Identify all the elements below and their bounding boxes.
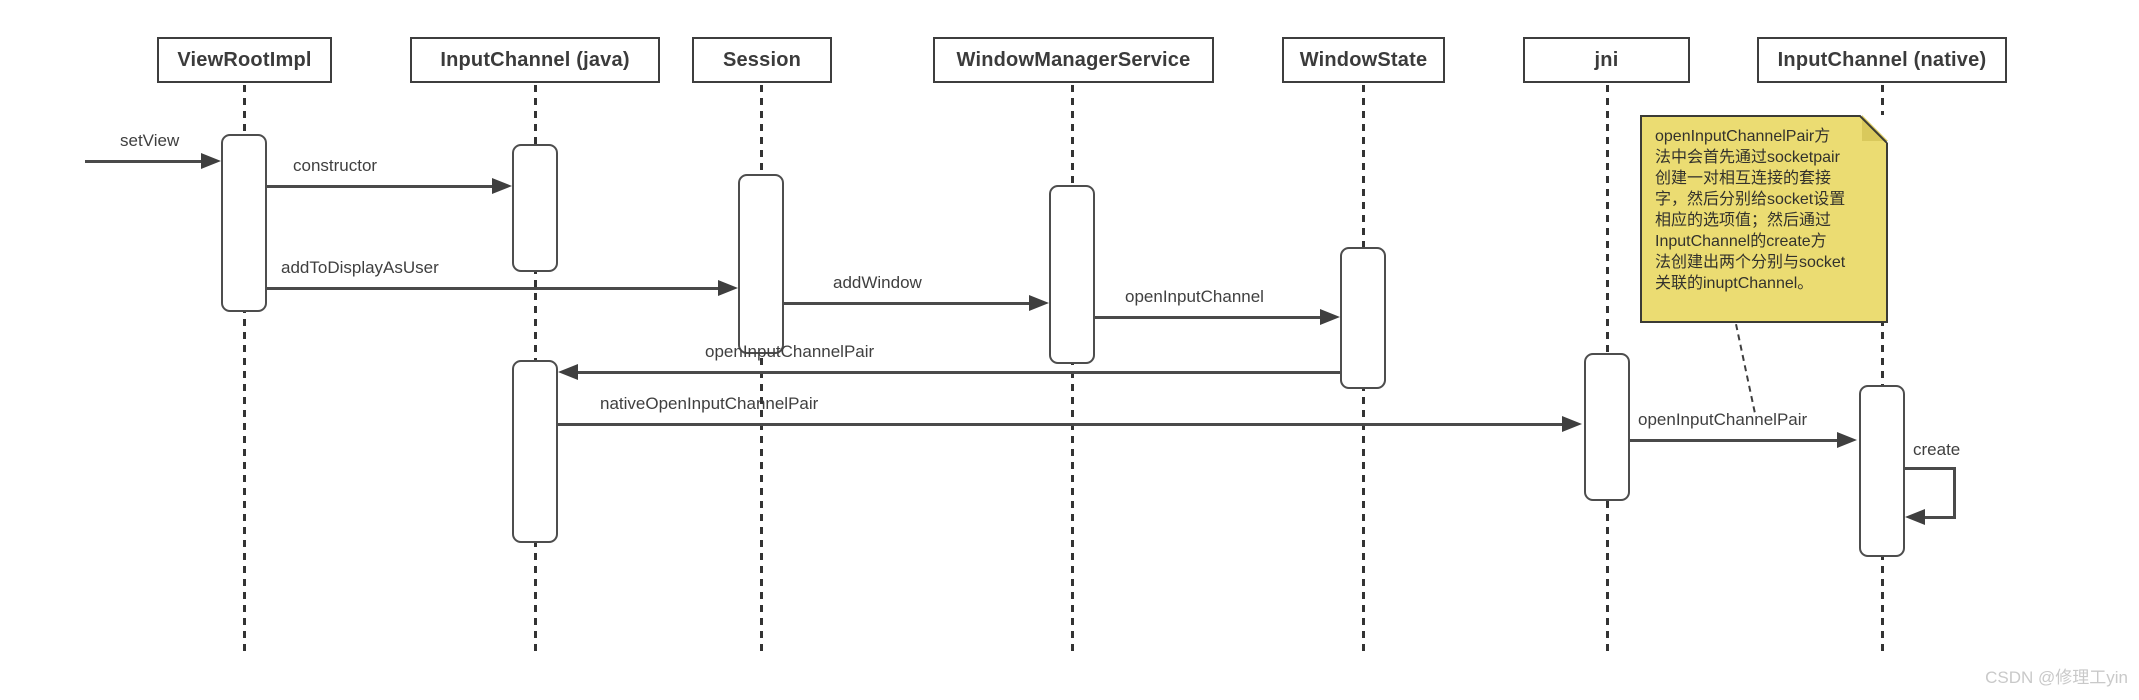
message-label-open-input-channel-pair-return: openInputChannelPair xyxy=(705,342,875,361)
message-label-constructor: constructor xyxy=(293,156,378,175)
actor-inputchannel-native: InputChannel (native) xyxy=(1757,37,2007,83)
message-line-create-out xyxy=(1905,467,1956,470)
message-line-create-down xyxy=(1953,467,1956,519)
actor-jni: jni xyxy=(1523,37,1690,83)
note: openInputChannelPair方 法中会首先通过socketpair … xyxy=(1640,114,1888,323)
note-text-line: 关联的inuptChannel。 xyxy=(1655,275,1814,292)
actor-label: WindowManagerService xyxy=(956,48,1191,71)
actor-inputchannel-java: InputChannel (java) xyxy=(410,37,660,83)
arrowhead-right-icon xyxy=(201,153,221,169)
lifeline-inputchannel-native xyxy=(1881,85,1884,655)
actor-label: InputChannel (native) xyxy=(1777,48,1987,71)
actor-viewrootimpl: ViewRootImpl xyxy=(157,37,332,83)
message-line-open-input-channel xyxy=(1095,316,1322,319)
message-line-open-input-channel-pair-return xyxy=(576,371,1340,374)
arrowhead-right-icon xyxy=(718,280,738,296)
message-label-open-input-channel-pair-native: openInputChannelPair xyxy=(1638,410,1808,429)
message-label-open-input-channel: openInputChannel xyxy=(1125,287,1264,306)
activation-jni xyxy=(1584,353,1630,501)
actor-label: jni xyxy=(1594,48,1619,71)
note-text-line: 法创建出两个分别与socket xyxy=(1655,254,1846,271)
watermark: CSDN @修理工yin xyxy=(1985,668,2128,687)
message-line-create-back xyxy=(1923,516,1956,519)
arrowhead-left-icon xyxy=(1905,509,1925,525)
message-line-add-to-display-as-user xyxy=(267,287,720,290)
lifeline-windowmanagerservice xyxy=(1071,85,1074,655)
arrowhead-right-icon xyxy=(1029,295,1049,311)
message-line-constructor xyxy=(267,185,494,188)
arrowhead-right-icon xyxy=(1320,309,1340,325)
message-line-setview xyxy=(85,160,203,163)
arrowhead-right-icon xyxy=(1562,416,1582,432)
actor-session: Session xyxy=(692,37,832,83)
actor-windowstate: WindowState xyxy=(1282,37,1445,83)
lifeline-session xyxy=(760,85,763,655)
actor-label: Session xyxy=(722,48,802,71)
note-text-line: openInputChannelPair方 xyxy=(1655,128,1831,145)
activation-viewrootimpl xyxy=(221,134,267,312)
actor-windowmanagerservice: WindowManagerService xyxy=(933,37,1214,83)
note-text-line: 法中会首先通过socketpair xyxy=(1655,149,1840,166)
activation-inputchannel-native xyxy=(1859,385,1905,557)
note-text-line: 字，然后分别给socket设置 xyxy=(1655,191,1846,208)
arrowhead-right-icon xyxy=(1837,432,1857,448)
actor-label: InputChannel (java) xyxy=(440,48,630,71)
message-label-create: create xyxy=(1913,440,1961,459)
message-label-add-window: addWindow xyxy=(833,273,922,292)
arrowhead-left-icon xyxy=(558,364,578,380)
note-text-line: 创建一对相互连接的套接 xyxy=(1655,170,1832,187)
message-label-native-open-input-channel-pair: nativeOpenInputChannelPair xyxy=(600,394,819,413)
message-label-add-to-display-as-user: addToDisplayAsUser xyxy=(281,258,439,277)
note-text-line: InputChannel的create方 xyxy=(1655,233,1827,250)
message-line-native-open-input-channel-pair xyxy=(558,423,1564,426)
activation-inputchannel-java-2 xyxy=(512,360,558,543)
actor-label: WindowState xyxy=(1299,48,1428,71)
activation-session xyxy=(738,174,784,354)
activation-windowmanagerservice xyxy=(1049,185,1095,364)
note-connector xyxy=(1735,324,1756,413)
lifeline-viewrootimpl xyxy=(243,85,246,655)
message-line-open-input-channel-pair-native xyxy=(1630,439,1839,442)
note-fold-flap-icon xyxy=(1862,115,1888,141)
actor-label: ViewRootImpl xyxy=(177,48,312,71)
note-text-line: 相应的选项值；然后通过 xyxy=(1655,212,1832,229)
arrowhead-right-icon xyxy=(492,178,512,194)
activation-inputchannel-java-1 xyxy=(512,144,558,272)
activation-windowstate xyxy=(1340,247,1386,389)
message-line-add-window xyxy=(784,302,1031,305)
message-label-setview: setView xyxy=(120,131,180,150)
